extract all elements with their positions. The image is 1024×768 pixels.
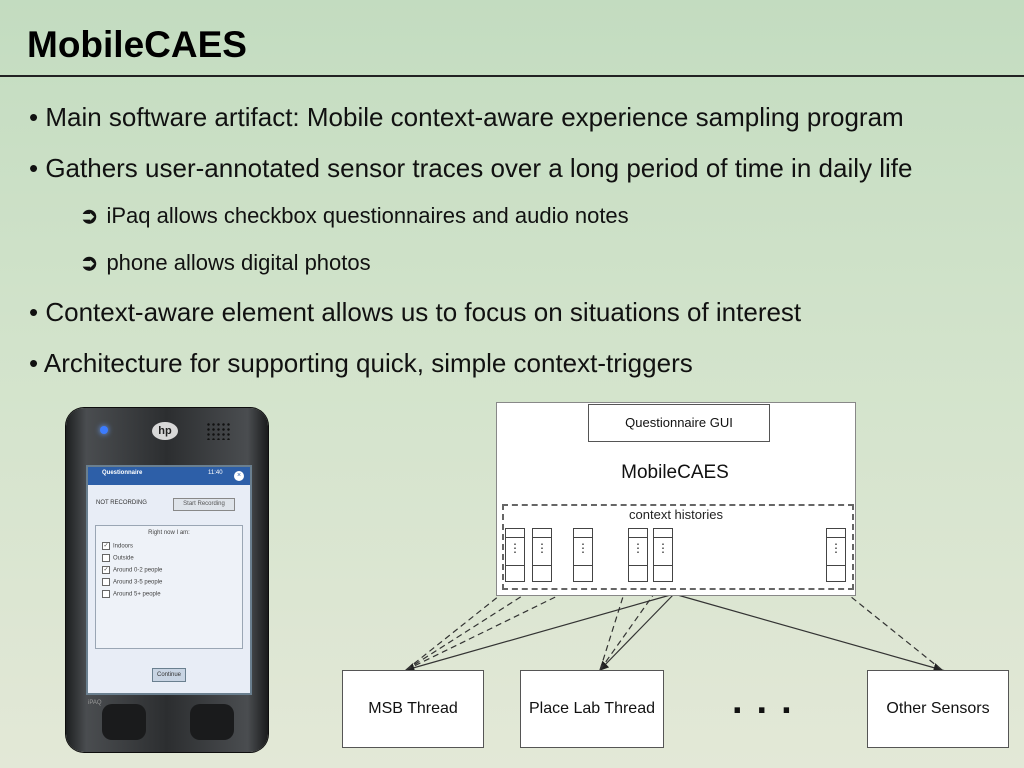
checkbox-icon [102,578,110,586]
architecture-diagram: Questionnaire GUI MobileCAES context his… [340,400,1024,768]
more-sources-ellipsis: ... [732,680,806,722]
checkbox-checked-icon: ✓ [102,542,110,550]
slide-title: MobileCAES [27,24,247,65]
title-divider [0,75,1024,77]
pda-hardware-button [190,704,234,740]
checkbox-icon [102,590,110,598]
subbullet-phone: ➲ phone allows digital photos [80,250,371,276]
diagram-connectors [404,582,952,680]
vertical-ellipsis-icon: ⋮ [536,541,548,555]
context-histories-box [502,504,854,590]
bullet-main-artifact: • Main software artifact: Mobile context… [29,102,904,132]
link-line [405,583,515,671]
link-line [599,593,675,671]
pda-option-label: Outside [113,555,134,562]
pda-questionnaire-panel: Right now I am: ✓Indoors Outside ✓Around… [95,525,243,649]
pda-option: Around 3-5 people [102,578,162,586]
pda-clock: 11:40 [208,470,223,476]
checkbox-icon [102,554,110,562]
pda-speaker-grille [206,422,232,440]
hp-logo-icon: hp [152,422,178,440]
link-line [673,593,944,673]
history-buffer: ⋮ [826,528,846,582]
other-sensors-box: Other Sensors [867,670,1009,748]
vertical-ellipsis-icon: ⋮ [657,541,669,555]
pda-option-label: Around 0-2 people [113,567,163,574]
bullet-context-aware: • Context-aware element allows us to foc… [29,297,802,327]
pda-prompt: Right now I am: [148,530,190,536]
vertical-ellipsis-icon: ⋮ [632,541,644,555]
pda-brand-label: iPAQ [88,700,102,706]
subbullet-ipaq: ➲ iPaq allows checkbox questionnaires and… [80,203,629,229]
pda-titlebar [88,467,250,485]
pda-option: ✓Indoors [102,542,133,550]
questionnaire-gui-box: Questionnaire GUI [588,404,770,442]
vertical-ellipsis-icon: ⋮ [577,541,589,555]
vertical-ellipsis-icon: ⋮ [509,541,521,555]
pda-recording-status: NOT RECORDING [96,500,147,506]
pda-option: ✓Around 0-2 people [102,566,162,574]
arrow-icon: ➲ [80,250,99,275]
subbullet-ipaq-text: iPaq allows checkbox questionnaires and … [106,203,629,228]
mobilecaes-label: MobileCAES [621,462,729,483]
pda-continue-button: Continue [152,668,186,682]
link-line [405,583,584,671]
bullet-gathers-traces: • Gathers user-annotated sensor traces o… [29,153,913,183]
pda-led-icon [100,426,108,434]
pda-option: Outside [102,554,134,562]
arrow-icon: ➲ [80,203,99,228]
link-line [405,583,543,671]
place-lab-thread-box: Place Lab Thread [520,670,664,748]
pda-start-recording-button: Start Recording [173,498,235,511]
history-buffer: ⋮ [532,528,552,582]
history-buffer: ⋮ [653,528,673,582]
link-line [834,583,952,680]
pda-option-label: Indoors [113,543,134,550]
pda-photo: hp Questionnaire 11:40 × NOT RECORDING S… [66,408,268,752]
pda-app-title: Questionnaire [102,470,143,476]
history-buffer: ⋮ [573,528,593,582]
pda-screen: Questionnaire 11:40 × NOT RECORDING Star… [86,465,252,695]
subbullet-phone-text: phone allows digital photos [106,250,371,275]
vertical-ellipsis-icon: ⋮ [830,541,842,555]
pda-option-label: Around 5+ people [113,591,161,598]
link-line [599,582,630,671]
close-icon: × [234,471,244,481]
bullet-architecture: • Architecture for supporting quick, sim… [29,348,693,378]
msb-thread-box: MSB Thread [342,670,484,748]
pda-hardware-button [102,704,146,740]
pda-option-label: Around 3-5 people [113,579,163,586]
checkbox-checked-icon: ✓ [102,566,110,574]
pda-option: Around 5+ people [102,590,161,598]
context-histories-label: context histories [629,507,723,522]
history-buffer: ⋮ [628,528,648,582]
history-buffer: ⋮ [505,528,525,582]
link-line [404,593,675,673]
link-line [599,583,662,671]
